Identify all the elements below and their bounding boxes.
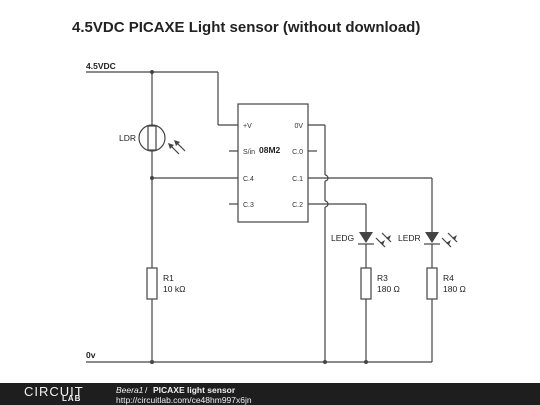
r4-ref: R4 (443, 273, 454, 283)
project-url[interactable]: http://circuitlab.com/ce48hm997x6jn (116, 395, 252, 405)
r1-resistor (146, 267, 158, 300)
footer-bar: CIRCUIT LAB Beera1 / PICAXE light sensor… (0, 383, 540, 405)
r3-ref: R3 (377, 273, 388, 283)
pin-0v: 0V (294, 123, 303, 130)
circuitlab-logo[interactable]: CIRCUIT (24, 384, 84, 399)
diagram-title: 4.5VDC PICAXE Light sensor (without down… (72, 19, 421, 36)
r4-resistor (426, 267, 438, 300)
pin-s-in: S/in (243, 149, 255, 156)
ledr-label: LEDR (398, 233, 421, 243)
author-name[interactable]: Beera1 (116, 385, 144, 395)
r3-value: 180 Ω (377, 284, 400, 294)
chip-ground-wire (308, 124, 329, 362)
ledg-label: LEDG (331, 233, 354, 243)
left-branch-wires (150, 72, 238, 362)
ledg-symbol (358, 232, 392, 248)
pin-c1: C.1 (292, 176, 303, 183)
c2-to-ledg-wire (308, 203, 367, 362)
pin-c2: C.2 (292, 202, 303, 209)
chip-pin-stubs (229, 150, 317, 205)
r4-value: 180 Ω (443, 284, 466, 294)
circuitlab-logo-sub: LAB (62, 394, 82, 403)
pin-c3: C.3 (243, 202, 254, 209)
r1-ref: R1 (163, 273, 174, 283)
project-name: PICAXE light sensor (153, 385, 236, 395)
ledr-symbol (424, 232, 458, 248)
ldr-label: LDR (119, 133, 136, 143)
r3-resistor (360, 267, 372, 300)
picaxe-chip (237, 103, 309, 223)
r1-value: 10 kΩ (163, 284, 185, 294)
pin-c4: C.4 (243, 176, 254, 183)
c1-to-ledr-wire (308, 177, 433, 362)
footer-separator: / (145, 385, 148, 395)
supply-rail (86, 70, 238, 126)
supply-label: 4.5VDC (86, 61, 116, 71)
ground-label: 0v (86, 350, 96, 360)
pin-plus-v: +V (243, 123, 252, 130)
circuit-schematic: 4.5VDC 0v LDR R1 10 kΩ 08M2 +V S/in (86, 61, 466, 364)
ground-rail (86, 360, 432, 364)
pin-c0: C.0 (292, 149, 303, 156)
chip-name: 08M2 (259, 145, 281, 155)
ldr-symbol (138, 124, 186, 155)
